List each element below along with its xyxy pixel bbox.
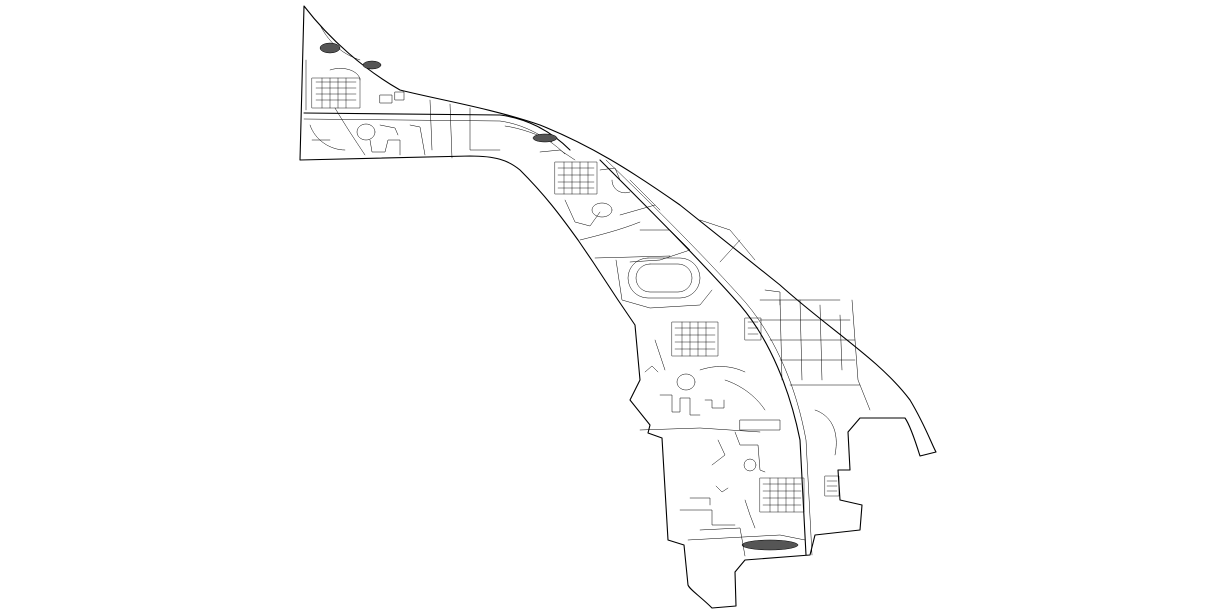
north-road-edge <box>303 118 566 155</box>
middle-cluster <box>639 317 781 433</box>
south-cluster <box>679 409 840 557</box>
east-grid-block <box>699 219 871 411</box>
main-avenue <box>599 159 807 556</box>
north-block <box>305 24 558 159</box>
site-boundary <box>299 5 937 609</box>
north-road <box>303 112 571 151</box>
central-north-cluster <box>539 149 691 263</box>
running-track <box>615 257 713 309</box>
main-avenue-edge <box>605 159 813 556</box>
